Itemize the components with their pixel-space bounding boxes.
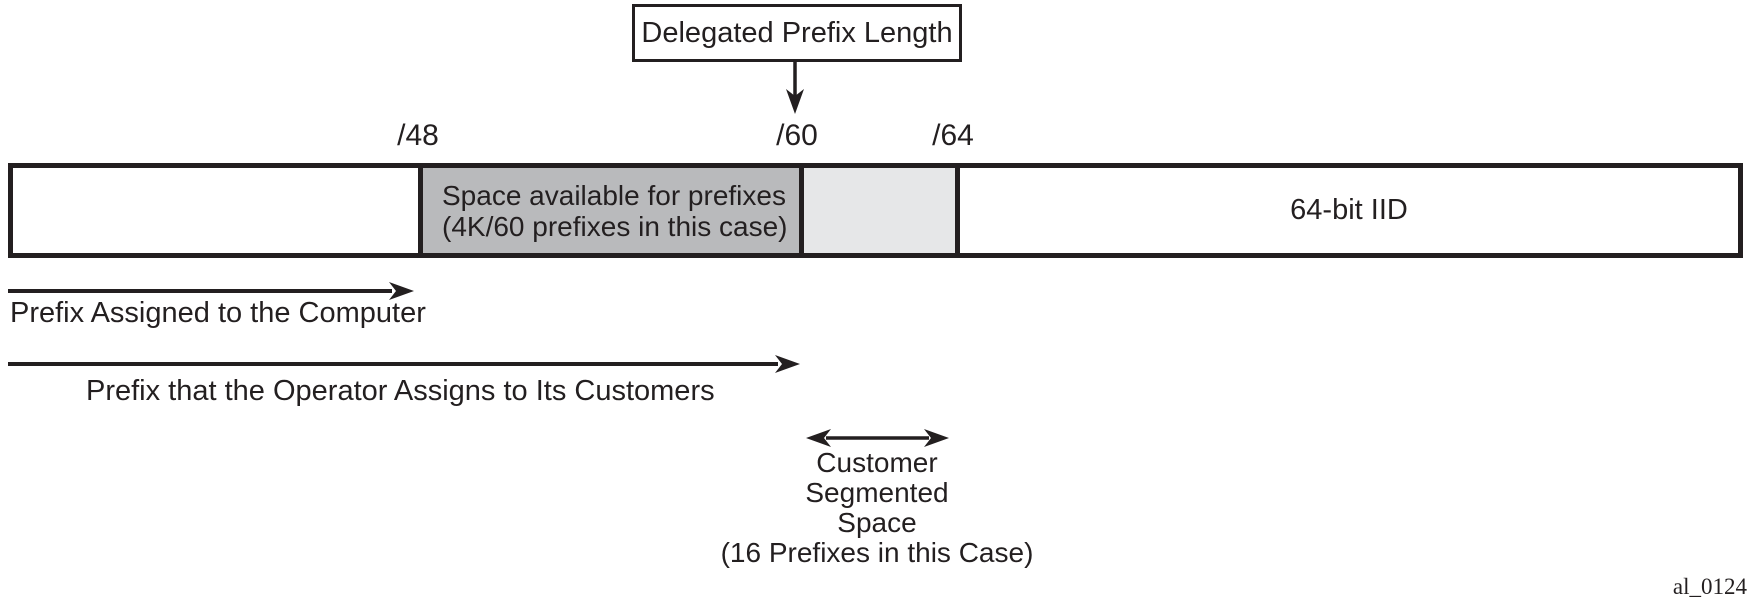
label-prefix-operator-customers: Prefix that the Operator Assigns to Its … — [86, 375, 715, 407]
tick-label-64: /64 — [932, 119, 974, 152]
segment-customer-space — [799, 168, 955, 253]
segment-64bit-iid: 64-bit IID — [955, 168, 1738, 253]
customer-space-line-4: (16 Prefixes in this Case) — [720, 537, 1034, 568]
delegated-prefix-callout: Delegated Prefix Length — [632, 4, 962, 62]
down-arrow-icon — [786, 62, 804, 114]
segment-prefix-head — [13, 168, 418, 253]
figure-id: al_0124 — [1672, 574, 1747, 599]
customer-space-line-1: Customer — [816, 447, 938, 478]
segment-space-line2: (4K/60 prefixes in this case) — [442, 210, 788, 242]
label-customer-segmented-space: Customer Segmented Space (16 Prefixes in… — [721, 448, 1034, 568]
customer-space-line-2: Segmented — [805, 477, 949, 508]
double-arrow-customer-icon — [806, 429, 949, 447]
address-space-bar: Space available for prefixes (4K/60 pref… — [8, 163, 1743, 258]
tick-label-48: /48 — [397, 119, 439, 152]
customer-space-line-3: Space — [837, 507, 917, 538]
label-prefix-assigned-computer: Prefix Assigned to the Computer — [10, 297, 426, 329]
right-arrow-operator-icon — [8, 355, 800, 373]
tick-label-60: /60 — [776, 119, 818, 152]
segment-space-available: Space available for prefixes (4K/60 pref… — [418, 168, 799, 253]
segment-space-line1: Space available for prefixes — [442, 179, 786, 211]
